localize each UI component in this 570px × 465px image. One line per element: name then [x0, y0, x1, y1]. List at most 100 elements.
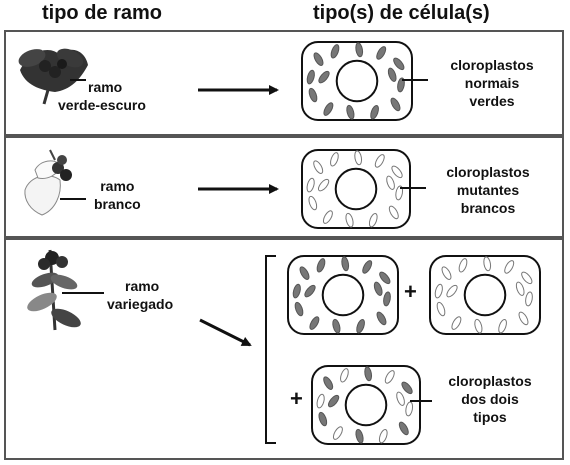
- white-chloroplast: [317, 178, 330, 192]
- cell-variegated-c: [311, 365, 421, 445]
- green-chloroplast: [299, 266, 310, 280]
- row2-cell-label-line2: mutantes: [456, 182, 520, 198]
- green-chloroplast: [383, 291, 391, 307]
- white-chloroplast: [388, 205, 399, 220]
- green-chloroplast: [306, 69, 315, 85]
- green-chloroplast: [397, 77, 405, 93]
- white-chloroplast: [306, 177, 315, 193]
- green-chloroplast: [313, 52, 324, 66]
- white-chloroplast: [474, 318, 483, 334]
- green-chloroplast: [362, 260, 373, 274]
- bracket: [265, 255, 276, 444]
- row2-cell-label-line1: cloroplastos: [446, 164, 530, 180]
- nucleus: [321, 273, 365, 317]
- row2-branch-label-line2: branco: [94, 196, 141, 212]
- white-chloroplast: [330, 152, 339, 167]
- green-chloroplast: [318, 70, 330, 84]
- white-chloroplast: [354, 150, 363, 166]
- cell-mutant-white: [301, 149, 411, 229]
- row3-branch-label-line1: ramo: [125, 278, 160, 294]
- white-chloroplast: [518, 311, 529, 326]
- cell-variegated-b: [429, 255, 541, 335]
- white-chloroplast: [504, 260, 515, 274]
- row2-cell-label-line3: brancos: [460, 200, 516, 216]
- green-chloroplast: [308, 87, 318, 103]
- white-chloroplast: [313, 160, 324, 174]
- row1-branch-label: ramo verde-escuro: [58, 78, 146, 114]
- green-chloroplast: [332, 318, 341, 334]
- green-chloroplast: [330, 44, 340, 59]
- white-chloroplast: [322, 210, 333, 224]
- white-chloroplast: [368, 213, 378, 228]
- variegated-branch-illustration: [27, 249, 104, 331]
- green-chloroplast: [387, 67, 397, 82]
- white-chloroplast: [434, 283, 443, 299]
- arrow-3: [199, 318, 252, 347]
- green-chloroplast: [390, 97, 401, 112]
- white-chloroplast: [458, 258, 468, 273]
- green-chloroplast: [294, 301, 304, 317]
- green-chloroplast: [309, 316, 320, 330]
- white-chloroplast: [391, 165, 403, 179]
- plus-sign-1: +: [404, 279, 417, 304]
- white-chloroplast: [308, 195, 318, 211]
- row2-branch-label-line1: ramo: [100, 178, 135, 194]
- green-chloroplast: [355, 42, 364, 58]
- green-chloroplast: [356, 319, 365, 334]
- green-chloroplast: [393, 57, 405, 71]
- white-chloroplast: [451, 316, 462, 330]
- white-chloroplast: [441, 266, 452, 280]
- row1-branch-label-line2: verde-escuro: [58, 97, 146, 113]
- white-chloroplast: [384, 370, 395, 384]
- panel-white: [4, 136, 564, 238]
- white-chloroplast: [332, 426, 343, 440]
- header-cell-type: tipo(s) de célula(s): [313, 2, 490, 24]
- green-chloroplast: [370, 105, 379, 120]
- row3-cell-label-line1: cloroplastos: [448, 373, 532, 389]
- green-chloroplast: [341, 256, 350, 272]
- white-chloroplast: [521, 271, 533, 285]
- row3-cell-label-line2: dos dois: [461, 391, 519, 407]
- white-chloroplast: [386, 175, 395, 190]
- white-chloroplast: [515, 281, 525, 296]
- white-chloroplast: [395, 185, 404, 201]
- row3-branch-label: ramo variegado: [107, 277, 173, 313]
- white-chloroplast: [345, 212, 354, 228]
- nucleus: [334, 167, 378, 211]
- white-chloroplast: [378, 429, 388, 444]
- row1-cell-label-line1: cloroplastos: [450, 57, 534, 73]
- white-chloroplast: [525, 291, 533, 307]
- row3-branch-label-line2: variegado: [107, 296, 174, 312]
- white-chloroplast: [498, 319, 507, 334]
- green-chloroplast: [376, 311, 387, 326]
- green-chloroplast: [401, 381, 413, 395]
- white-chloroplast: [483, 256, 492, 272]
- white-branch-illustration: [24, 149, 86, 216]
- nucleus: [335, 59, 379, 103]
- green-chloroplast: [304, 284, 316, 298]
- row1-cell-label-line3: verdes: [469, 93, 515, 109]
- row1-cell-label: cloroplastos normais verdes: [430, 56, 554, 110]
- row2-branch-label: ramo branco: [94, 177, 141, 213]
- green-chloroplast: [316, 258, 326, 273]
- row1-cell-label-line2: normais: [464, 75, 520, 91]
- row1-branch-label-line1: ramo: [88, 79, 123, 95]
- green-chloroplast: [355, 428, 364, 444]
- green-chloroplast: [292, 283, 301, 299]
- cell-normal-green: [301, 41, 413, 121]
- green-chloroplast: [373, 281, 383, 296]
- white-chloroplast: [405, 401, 414, 417]
- green-chloroplast: [346, 104, 355, 120]
- row2-cell-label: cloroplastos mutantes brancos: [426, 163, 550, 217]
- green-chloroplast: [364, 366, 373, 382]
- dark-green-branch-illustration: [18, 48, 88, 105]
- green-chloroplast: [327, 394, 340, 408]
- green-chloroplast: [323, 102, 334, 116]
- nucleus: [463, 273, 507, 317]
- green-chloroplast: [379, 271, 391, 285]
- white-chloroplast: [396, 391, 405, 406]
- green-chloroplast: [318, 411, 328, 427]
- green-chloroplast: [398, 421, 409, 436]
- header-branch-type: tipo de ramo: [42, 2, 163, 24]
